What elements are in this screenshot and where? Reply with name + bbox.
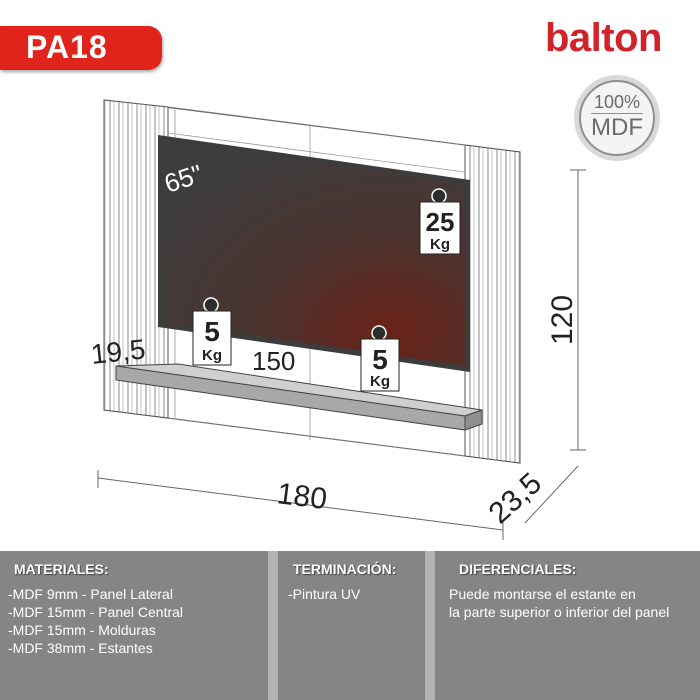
- features-line: Puede montarse el estante en: [449, 586, 636, 602]
- brand-logo: balton: [545, 16, 662, 60]
- mdf-seal: 100% MDF: [574, 75, 660, 161]
- features-column: DIFERENCIALES: Puede montarse el estante…: [435, 551, 700, 700]
- features-title: DIFERENCIALES:: [459, 561, 577, 577]
- left-load-unit: Kg: [202, 347, 222, 364]
- mdf-seal-inner: 100% MDF: [579, 80, 655, 156]
- left-load-value: 5: [204, 316, 220, 347]
- materials-item: -MDF 15mm - Molduras: [8, 622, 156, 638]
- top-load-unit: Kg: [430, 236, 450, 253]
- features-text: Puede montarse el estante en la parte su…: [449, 585, 669, 621]
- total-width-dimension: 180: [275, 477, 329, 516]
- shelf-depth-dimension: 19,5: [89, 333, 146, 370]
- finish-item: -Pintura UV: [288, 586, 361, 602]
- product-code: PA18: [26, 29, 108, 65]
- shelf-width-dimension: 150: [252, 346, 295, 376]
- materials-item: -MDF 15mm - Panel Central: [8, 604, 184, 620]
- top-load-tag: 25 Kg: [419, 188, 461, 255]
- right-load-value: 5: [372, 344, 388, 375]
- shelf: [115, 363, 483, 431]
- furniture-drawing: 65" 25 Kg 5 Kg 5 Kg 19,5 150 180: [89, 99, 586, 540]
- seal-material: MDF: [591, 114, 643, 141]
- total-height-dimension: 120: [546, 295, 579, 345]
- column-divider: [425, 551, 435, 700]
- finish-title: TERMINACIÓN:: [293, 561, 397, 577]
- materials-item: -MDF 9mm - Panel Lateral: [8, 586, 173, 602]
- seal-percent: 100%: [593, 92, 641, 112]
- materials-item: -MDF 38mm - Estantes: [8, 640, 153, 656]
- height-dimension-line: [570, 169, 586, 451]
- tv: 65": [158, 135, 470, 372]
- right-load-unit: Kg: [370, 373, 390, 390]
- product-code-badge: PA18: [0, 26, 162, 70]
- depth-dimension-line: [524, 465, 579, 524]
- seal-divider: [591, 113, 643, 114]
- tv-screen: [163, 140, 465, 366]
- column-divider: [268, 551, 278, 700]
- right-load-tag: 5 Kg: [360, 325, 400, 392]
- materials-list: -MDF 9mm - Panel Lateral -MDF 15mm - Pan…: [8, 585, 183, 657]
- materials-title: MATERIALES:: [14, 561, 109, 577]
- left-load-tag: 5 Kg: [192, 297, 232, 366]
- specs-panel: MATERIALES: -MDF 9mm - Panel Lateral -MD…: [0, 551, 700, 700]
- features-line: la parte superior o inferior del panel: [449, 604, 670, 620]
- materials-column: MATERIALES: -MDF 9mm - Panel Lateral -MD…: [0, 551, 268, 700]
- total-depth-dimension: 23,5: [483, 467, 548, 531]
- width-dimension-line: [97, 470, 504, 540]
- finish-column: TERMINACIÓN: -Pintura UV: [278, 551, 425, 700]
- top-load-value: 25: [426, 207, 455, 237]
